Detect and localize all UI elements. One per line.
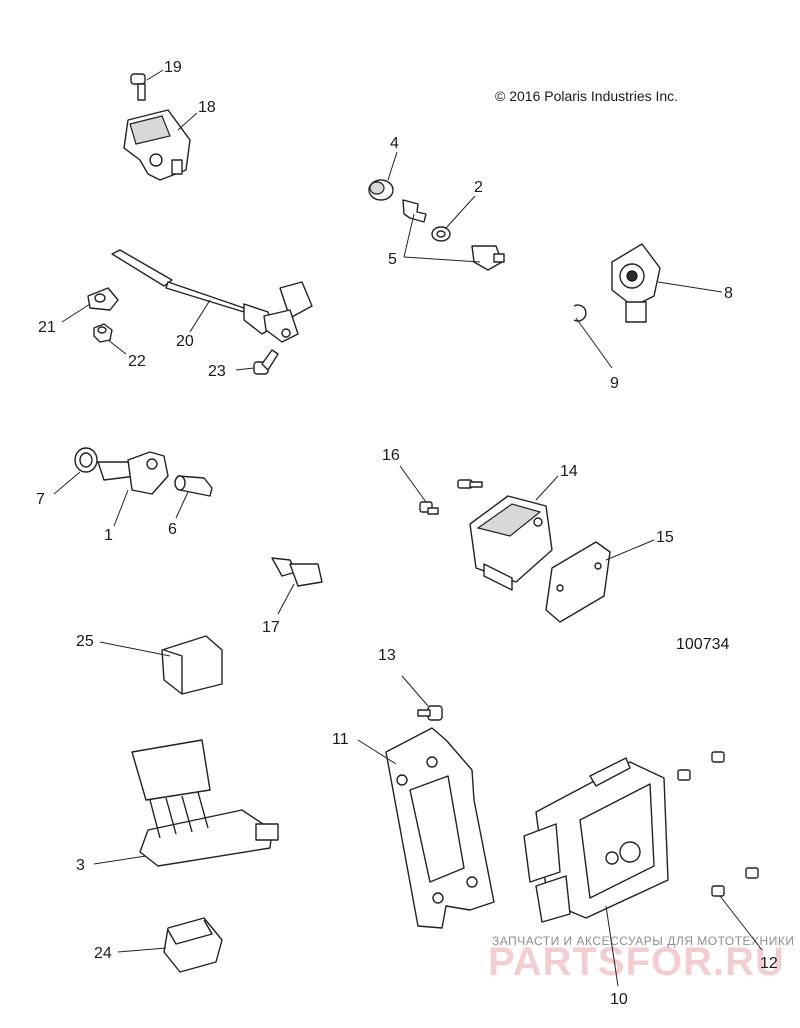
- callout-11: 11: [332, 731, 349, 748]
- part-5-sensor-kit[interactable]: [402, 199, 505, 271]
- callout-14: 14: [560, 463, 578, 480]
- callout-19: 19: [164, 59, 182, 76]
- part-2-washer[interactable]: [431, 226, 451, 242]
- callout-21: 21: [38, 319, 56, 336]
- callout-15: 15: [656, 529, 674, 546]
- watermark-caption: ЗАПЧАСТИ И АКСЕССУАРЫ ДЛЯ МОТОТЕХНИКИ: [492, 934, 795, 948]
- part-17-temp-sensor[interactable]: [271, 557, 323, 587]
- callout-7: 7: [36, 491, 45, 508]
- part-3-regulator[interactable]: [131, 739, 279, 867]
- part-21-bracket[interactable]: [87, 287, 119, 311]
- part-6-sleeve[interactable]: [174, 475, 213, 497]
- part-16-screws[interactable]: [419, 479, 483, 515]
- part-24-switch[interactable]: [163, 917, 223, 973]
- part-15-gasket[interactable]: [545, 541, 611, 623]
- part-9-clip[interactable]: [573, 304, 587, 322]
- part-25-relay[interactable]: [161, 635, 223, 695]
- part-12-screws[interactable]: [677, 751, 759, 897]
- part-20-harness-sensor[interactable]: [111, 249, 313, 343]
- callout-8: 8: [724, 285, 733, 302]
- callout-9: 9: [610, 375, 619, 392]
- callout-16: 16: [382, 447, 400, 464]
- part-13-bolt[interactable]: [417, 705, 443, 721]
- callout-18: 18: [198, 99, 216, 116]
- callout-22: 22: [128, 353, 146, 370]
- diagram-number: 100734: [676, 636, 730, 653]
- callout-13: 13: [378, 647, 396, 664]
- part-19-bolt[interactable]: [130, 73, 146, 101]
- watermark-brand: PARTSFOR.RU: [488, 940, 785, 984]
- part-18-map-sensor[interactable]: [123, 109, 191, 181]
- part-1-speed-sensor[interactable]: [97, 451, 169, 495]
- part-23-bolt[interactable]: [253, 349, 279, 375]
- part-7-o-ring[interactable]: [74, 447, 98, 473]
- part-14-module-housing[interactable]: [469, 495, 553, 591]
- callout-24: 24: [94, 945, 112, 962]
- callout-17: 17: [262, 619, 280, 636]
- callout-4: 4: [390, 135, 399, 152]
- callout-5: 5: [388, 251, 397, 268]
- copyright-notice: © 2016 Polaris Industries Inc.: [495, 88, 679, 104]
- part-11-mounting-bracket[interactable]: [385, 727, 495, 929]
- part-8-knock-sensor[interactable]: [611, 243, 661, 323]
- callout-6: 6: [168, 521, 177, 538]
- callout-3: 3: [76, 857, 85, 874]
- callout-10: 10: [610, 991, 628, 1008]
- callout-2: 2: [474, 179, 483, 196]
- part-10-ecu[interactable]: [523, 757, 669, 923]
- callout-20: 20: [176, 333, 194, 350]
- callout-12: 12: [760, 955, 778, 972]
- part-22-nut[interactable]: [93, 323, 113, 343]
- callout-23: 23: [208, 363, 226, 380]
- callout-1: 1: [104, 527, 113, 544]
- callout-25: 25: [76, 633, 94, 650]
- part-4-cap[interactable]: [368, 179, 394, 201]
